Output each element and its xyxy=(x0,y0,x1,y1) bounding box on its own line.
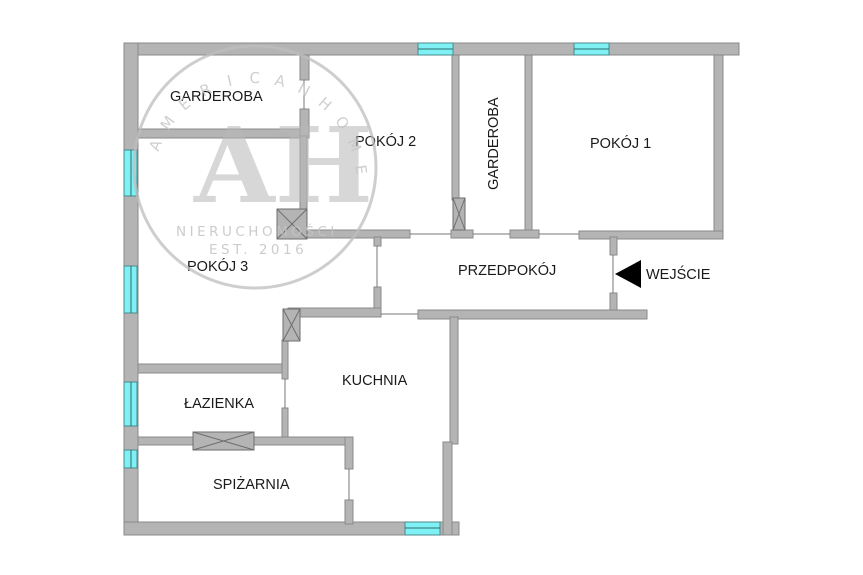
window-top-pokoj2 xyxy=(417,42,454,56)
wall-pokoj1-right xyxy=(713,54,724,240)
watermark-line1: NIERUCHOMOŚCI xyxy=(176,222,338,240)
room-label-przedpokoj: PRZEDPOKÓJ xyxy=(458,262,556,279)
wall-bottom xyxy=(123,521,460,536)
watermark-monogram: AH xyxy=(193,104,373,227)
door-openings xyxy=(284,80,614,500)
wall-entry-stub-top xyxy=(609,236,618,256)
watermark-arc-letter: A xyxy=(273,71,288,91)
room-label-pokoj-1: POKÓJ 1 xyxy=(590,135,651,152)
wall-corridor-stub-a xyxy=(373,236,382,247)
watermark-arc-letter: M xyxy=(344,136,366,156)
wall-pokoj2-garderoba xyxy=(451,54,460,201)
wall-kuchnia-left-lower xyxy=(281,407,289,441)
entrance-arrow-icon xyxy=(615,260,641,288)
room-label-spizarnia: SPIŻARNIA xyxy=(213,475,290,493)
wall-stub-garderoba-pokoj1 xyxy=(509,229,540,239)
watermark-line2: EST. 2016 xyxy=(209,242,307,258)
entrance: WEJŚCIE xyxy=(615,260,711,288)
watermark-arc-letter: N xyxy=(295,79,314,101)
room-label-kuchnia: KUCHNIA xyxy=(342,373,408,389)
room-labels: GARDEROBA POKÓJ 2 GARDEROBA POKÓJ 1 POKÓ… xyxy=(170,89,651,493)
window-top-pokoj1 xyxy=(573,42,610,56)
entrance-label: WEJŚCIE xyxy=(646,265,711,283)
shaft-lazienka xyxy=(192,431,255,451)
wall-stub-pokoj2-garderoba xyxy=(450,229,474,239)
windows xyxy=(123,42,610,536)
wall-kuchnia-right-lower xyxy=(442,441,453,536)
watermark-arc-letter: A xyxy=(145,136,166,153)
shafts xyxy=(192,197,466,451)
window-bottom-kuchnia xyxy=(404,521,441,536)
wall-garderoba-pokoj1 xyxy=(524,54,533,236)
wall-corridor-bottom-left xyxy=(287,307,382,318)
watermark-arc-letter: I xyxy=(225,72,234,91)
window-left-lazienka xyxy=(123,381,138,427)
wall-kuchnia-left-upper xyxy=(281,339,289,380)
wall-pokoj3-bottom xyxy=(137,363,289,374)
room-label-lazienka: ŁAZIENKA xyxy=(184,396,254,412)
watermark-arc-letter: E xyxy=(351,164,370,177)
room-label-garderoba-center: GARDEROBA xyxy=(486,97,502,190)
wall-spizarnia-right-lower xyxy=(344,499,354,525)
room-label-garderoba-left: GARDEROBA xyxy=(170,89,263,105)
shaft-kuchnia xyxy=(282,308,301,342)
wall-kuchnia-right-upper xyxy=(449,316,459,445)
window-left-pokoj3-lower xyxy=(123,265,138,314)
watermark-ring xyxy=(132,44,378,290)
shaft-garderoba-center xyxy=(452,197,466,231)
wall-spizarnia-right-upper xyxy=(344,436,354,470)
wall-pokoj1-bottom xyxy=(578,230,724,240)
room-label-pokoj-3: POKÓJ 3 xyxy=(187,258,248,275)
shaft-pokoj2 xyxy=(276,208,308,240)
watermark-arc-letter: C xyxy=(250,69,262,87)
room-label-pokoj-2: POKÓJ 2 xyxy=(355,133,416,150)
window-left-spizarnia xyxy=(123,449,138,469)
